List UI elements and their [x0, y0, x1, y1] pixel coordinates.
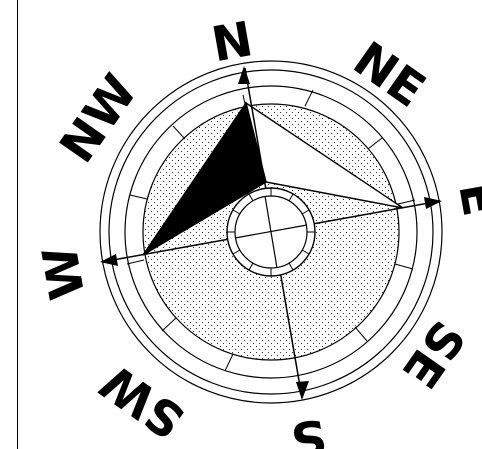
label-west: W [32, 242, 96, 304]
label-north: N [208, 11, 257, 73]
label-south: S [287, 407, 331, 449]
label-east: E [447, 178, 482, 220]
compass-rose [100, 61, 442, 403]
